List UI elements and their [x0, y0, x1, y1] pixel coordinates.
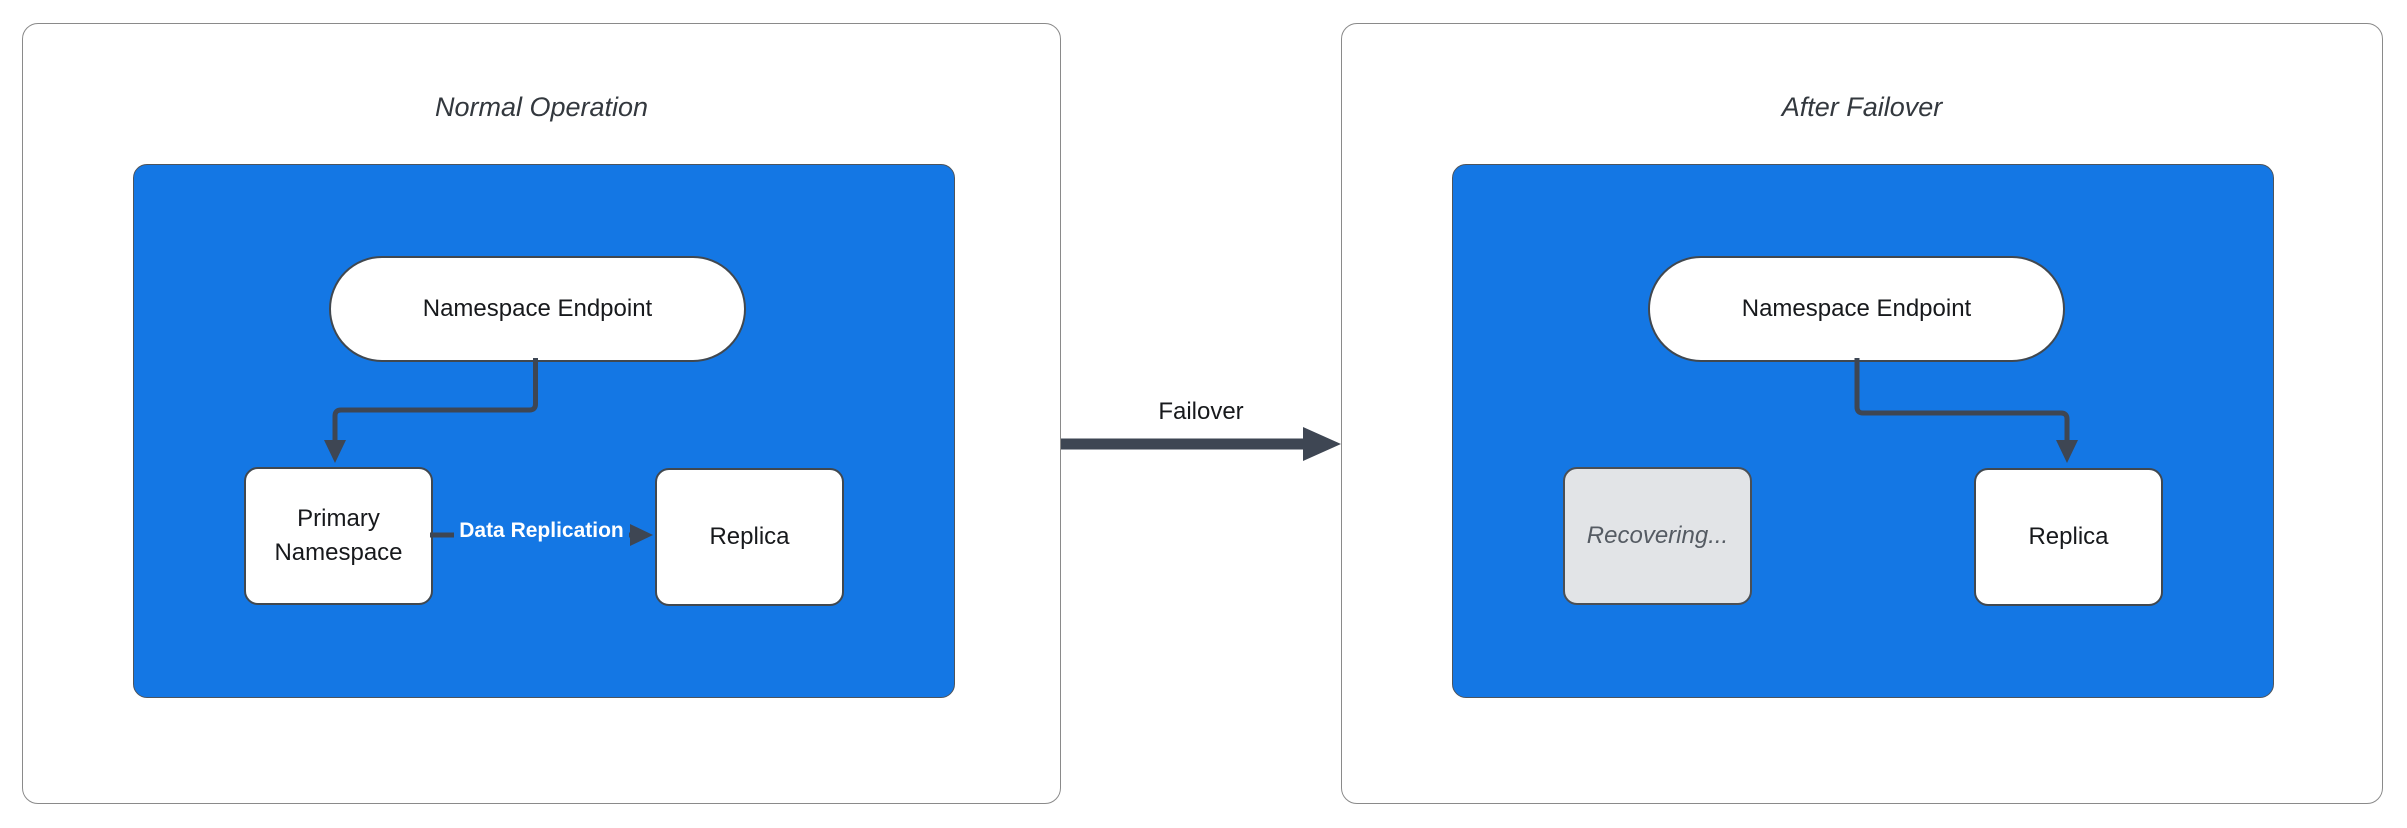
- panel-title: After Failover: [1781, 92, 1943, 122]
- data-replication-label: Data Replication: [430, 517, 653, 544]
- replica-label: Replica: [709, 523, 790, 550]
- failover-label: Failover: [1158, 398, 1244, 425]
- panel-normal-operation: Normal Operation Namespace Endpoint Prim…: [22, 23, 1061, 804]
- primary-namespace-label: Primary Namespace: [274, 505, 403, 566]
- panel-after-failover: After Failover Namespace Endpoint Recove…: [1341, 23, 2383, 804]
- panel-title: Normal Operation: [434, 92, 649, 122]
- recovering-label: Recovering...: [1586, 522, 1729, 549]
- replica-node: Replica: [1974, 468, 2163, 606]
- namespace-container: Namespace Endpoint Recovering... Replica: [1452, 164, 2274, 698]
- replica-node: Replica: [655, 468, 844, 606]
- namespace-endpoint-label: Namespace Endpoint: [1741, 295, 1972, 322]
- namespace-endpoint-label: Namespace Endpoint: [422, 295, 653, 322]
- primary-namespace-node: Primary Namespace: [244, 467, 433, 605]
- replica-label: Replica: [2028, 523, 2109, 550]
- failover-arrowhead: [1303, 427, 1341, 461]
- namespace-endpoint-node: Namespace Endpoint: [329, 256, 746, 362]
- namespace-endpoint-node: Namespace Endpoint: [1648, 256, 2065, 362]
- recovering-node: Recovering...: [1563, 467, 1752, 605]
- namespace-container: Namespace Endpoint Primary Namespace Rep…: [133, 164, 955, 698]
